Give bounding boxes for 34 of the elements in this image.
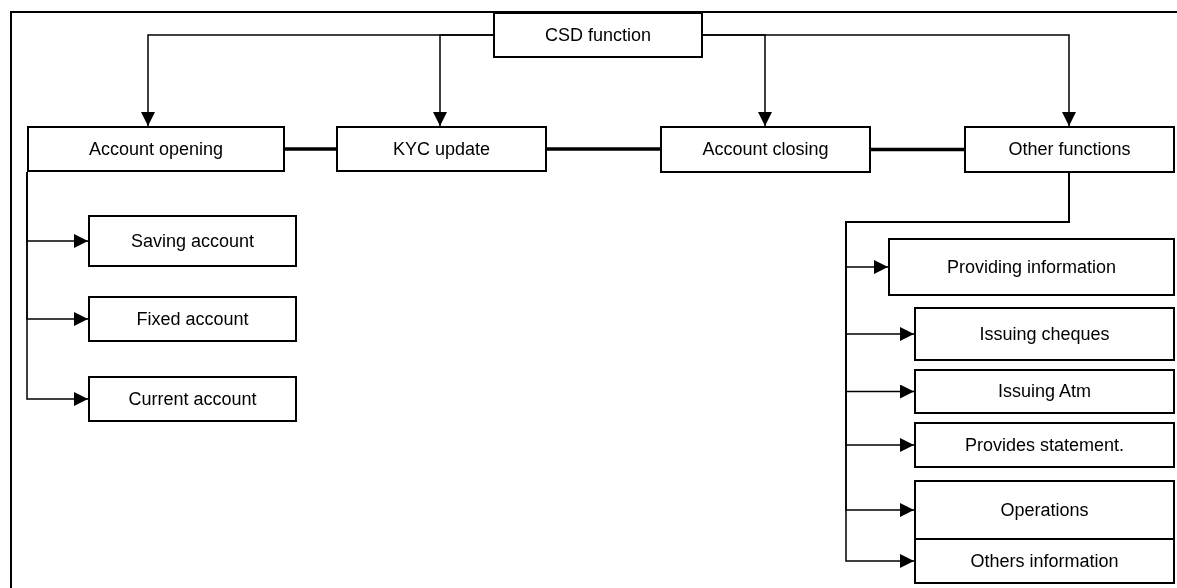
process-box bbox=[914, 307, 1175, 361]
process-box bbox=[914, 422, 1175, 468]
box-label: Current account bbox=[128, 388, 257, 410]
process-box bbox=[914, 480, 1175, 540]
process-box bbox=[964, 126, 1175, 173]
process-box bbox=[336, 126, 547, 172]
connector bbox=[547, 147, 660, 151]
box-label: Operations bbox=[1000, 499, 1089, 521]
process-box bbox=[914, 369, 1175, 414]
connector bbox=[285, 147, 336, 151]
box-label: Account closing bbox=[702, 139, 829, 160]
process-box bbox=[660, 126, 871, 173]
box-label: Provides statement. bbox=[964, 434, 1125, 456]
process-box bbox=[88, 376, 297, 422]
process-box bbox=[88, 296, 297, 342]
process-box bbox=[27, 126, 285, 172]
connector bbox=[871, 147, 964, 152]
box-label: KYC update bbox=[392, 138, 491, 160]
box-label: Account opening bbox=[88, 138, 224, 160]
connector bbox=[702, 34, 1076, 127]
box-label: Issuing cheques bbox=[979, 323, 1110, 345]
process-box bbox=[914, 538, 1175, 584]
box-label: Providing information bbox=[946, 256, 1117, 278]
box-label: Other functions bbox=[1008, 139, 1131, 160]
box-label: Saving account bbox=[130, 230, 255, 252]
connector bbox=[433, 34, 494, 127]
connector bbox=[26, 171, 89, 406]
process-box bbox=[493, 12, 703, 58]
box-label: CSD function bbox=[544, 24, 652, 46]
box-label: Others information bbox=[970, 550, 1119, 572]
process-box bbox=[888, 238, 1175, 296]
box-label: Fixed account bbox=[136, 308, 249, 330]
process-box bbox=[88, 215, 297, 267]
box-label: Issuing Atm bbox=[997, 381, 1091, 402]
